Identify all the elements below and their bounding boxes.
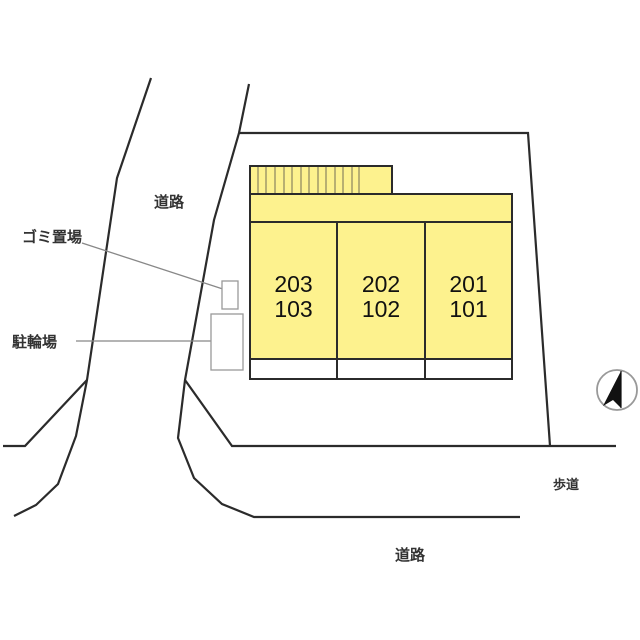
building <box>249 165 513 380</box>
unit-lower: 101 <box>449 296 488 322</box>
road-label-bottom: 道路 <box>395 546 426 564</box>
bicycle-parking-label: 駐輪場 <box>12 333 58 351</box>
road-label-top: 道路 <box>154 193 185 211</box>
north-arrow-icon <box>596 369 638 411</box>
unit-upper: 201 <box>449 271 488 297</box>
garbage-area-label: ゴミ置場 <box>22 228 83 246</box>
sidewalk-label: 歩道 <box>553 478 580 493</box>
unit-lower: 103 <box>274 296 313 322</box>
unit-block-202-102: 202 102 <box>337 272 425 322</box>
garbage-area <box>221 280 239 310</box>
leader-lines <box>76 242 233 342</box>
road-lines <box>3 77 616 519</box>
bicycle-area <box>210 313 244 371</box>
unit-upper: 202 <box>361 271 401 297</box>
unit-upper: 203 <box>274 271 313 297</box>
unit-block-203-103: 203 103 <box>250 272 337 322</box>
unit-block-201-101: 201 101 <box>425 272 512 322</box>
unit-lower: 102 <box>361 296 401 322</box>
